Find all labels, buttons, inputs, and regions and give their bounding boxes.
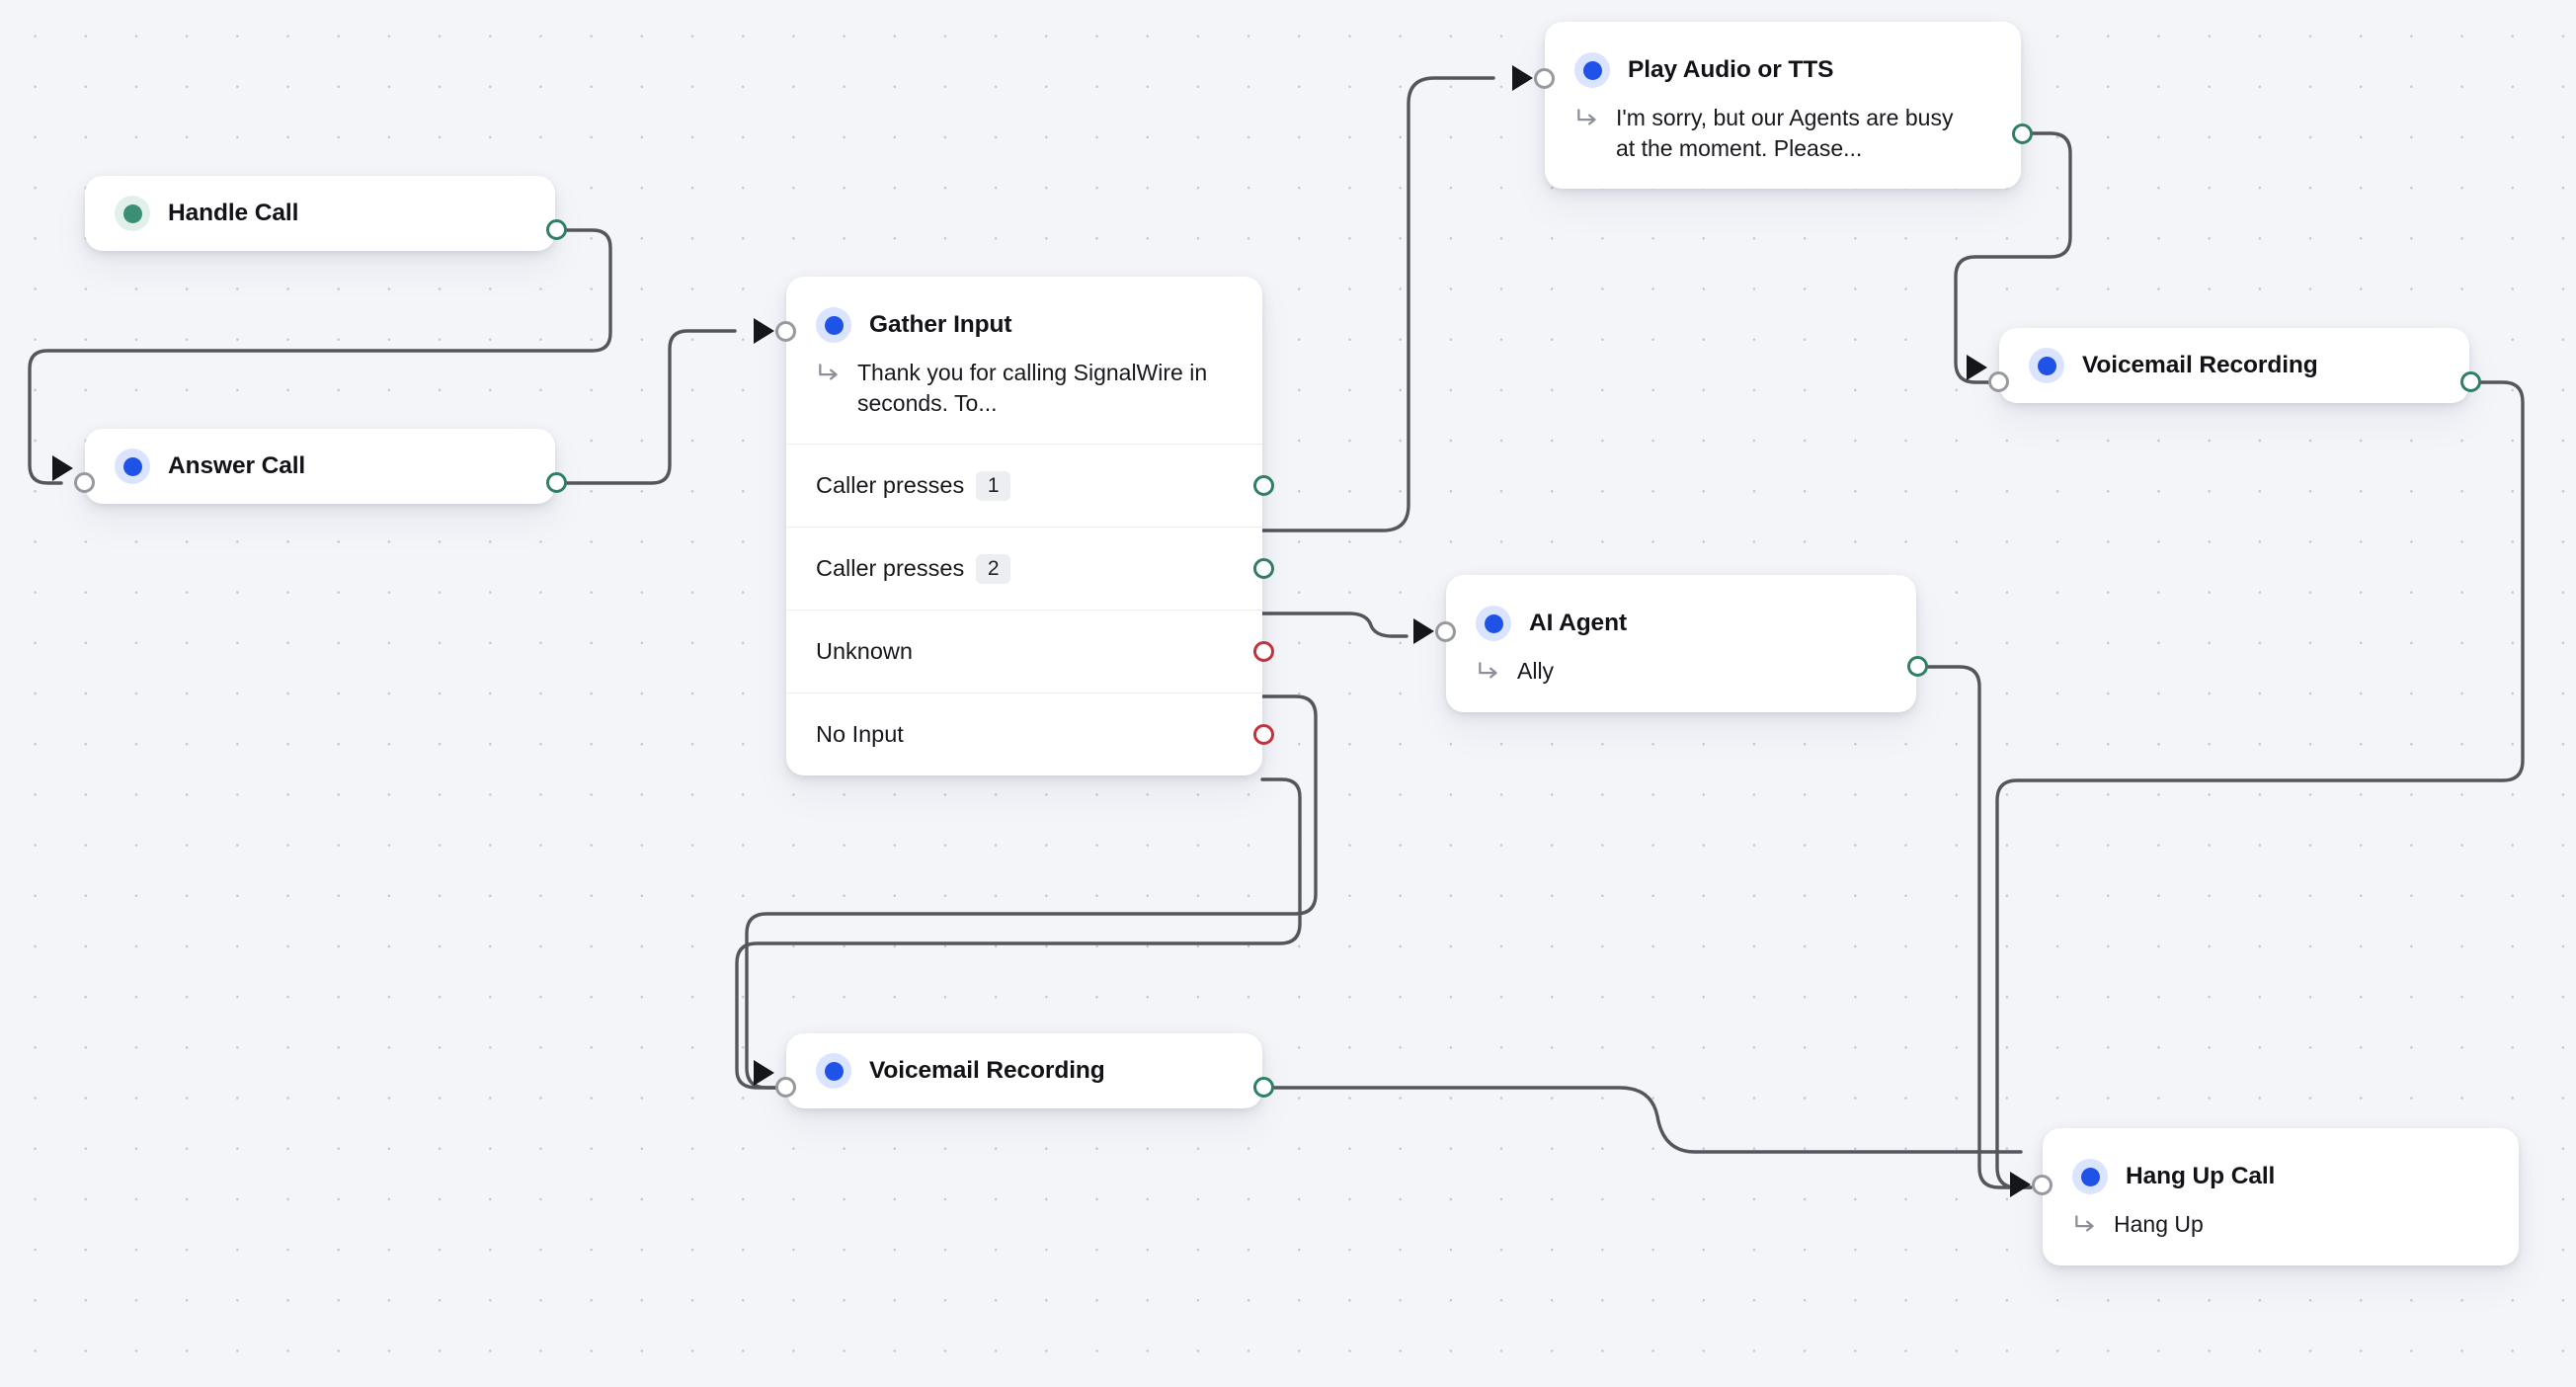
node-subtitle-row: I'm sorry, but our Agents are busy at th…: [1545, 101, 2021, 189]
status-dot-blue-icon: [2072, 1159, 2108, 1194]
input-handle[interactable]: [1533, 68, 1555, 89]
node-title: Answer Call: [168, 452, 306, 479]
edge-voicemail-right-to-hang-up: [1995, 380, 2525, 1189]
input-handle[interactable]: [1987, 371, 2009, 392]
status-dot-blue-icon: [115, 449, 150, 484]
return-arrow-icon: [819, 364, 838, 380]
edge-arrowhead-icon: [1413, 618, 1434, 644]
node-header: Voicemail Recording: [1999, 328, 2469, 403]
node-header: Gather Input: [786, 286, 1262, 356]
output-handle[interactable]: [1252, 724, 1274, 746]
node-ai-agent[interactable]: AI Agent Ally: [1413, 575, 1928, 712]
node-subtitle: Ally: [1517, 658, 1555, 684]
edge-presses1-to-play-audio: [1260, 76, 1495, 532]
output-handle[interactable]: [2011, 123, 2033, 144]
status-dot-blue-icon: [1574, 52, 1610, 88]
node-title: Voicemail Recording: [869, 1057, 1105, 1084]
edge-arrowhead-icon: [754, 318, 774, 344]
return-arrow-icon: [2075, 1215, 2094, 1232]
edge-arrowhead-icon: [2010, 1172, 2031, 1197]
output-handle[interactable]: [1252, 558, 1274, 580]
output-row-caller-presses-1[interactable]: Caller presses 1: [786, 444, 1274, 527]
input-handle[interactable]: [1434, 621, 1456, 642]
edge-arrowhead-icon: [52, 455, 73, 481]
output-row-unknown[interactable]: Unknown: [786, 610, 1274, 693]
node-gather-input[interactable]: Gather Input Thank you for calling Signa…: [754, 277, 1274, 776]
node-title: Play Audio or TTS: [1628, 56, 1834, 83]
output-handle[interactable]: [1252, 475, 1274, 497]
output-handle[interactable]: [545, 472, 567, 493]
node-header: Voicemail Recording: [786, 1033, 1262, 1108]
node-header: Handle Call: [85, 176, 555, 251]
edge-arrowhead-icon: [1512, 65, 1533, 91]
output-row-no-input[interactable]: No Input: [786, 693, 1274, 775]
status-dot-blue-icon: [1476, 606, 1511, 641]
output-badge: 1: [976, 470, 1011, 501]
output-handle[interactable]: [1252, 641, 1274, 663]
node-subtitle-row: Thank you for calling SignalWire in seco…: [786, 356, 1262, 444]
node-header: Play Audio or TTS: [1545, 32, 2021, 101]
input-handle[interactable]: [2031, 1175, 2053, 1195]
node-header: AI Agent: [1446, 585, 1916, 654]
node-title: AI Agent: [1529, 610, 1628, 636]
node-hang-up-call[interactable]: Hang Up Call Hang Up: [2010, 1128, 2519, 1265]
node-title: Handle Call: [168, 200, 299, 226]
edge-arrowhead-icon: [754, 1060, 774, 1086]
output-handle[interactable]: [2459, 371, 2481, 392]
return-arrow-icon: [1479, 662, 1497, 679]
node-subtitle: Thank you for calling SignalWire in seco…: [857, 360, 1208, 416]
node-subtitle-row: Ally: [1446, 654, 1916, 712]
edge-voicemail-bottom-to-hang-up: [1260, 1086, 2023, 1154]
node-voicemail-recording-right[interactable]: Voicemail Recording: [1967, 328, 2481, 403]
edge-answer-call-to-gather-input: [553, 329, 737, 485]
status-dot-blue-icon: [2029, 348, 2064, 383]
edge-arrowhead-icon: [1967, 355, 1987, 380]
node-title: Hang Up Call: [2126, 1163, 2276, 1189]
status-dot-green-icon: [115, 196, 150, 231]
node-title: Voicemail Recording: [2082, 352, 2318, 378]
input-handle[interactable]: [774, 1077, 796, 1098]
edge-presses2-to-ai-agent: [1260, 612, 1409, 638]
node-handle-call[interactable]: Handle Call: [85, 176, 567, 251]
edge-ai-agent-to-hang-up: [1914, 665, 2033, 1189]
input-handle[interactable]: [774, 321, 796, 342]
node-subtitle: Hang Up: [2114, 1211, 2204, 1237]
input-handle[interactable]: [73, 472, 95, 493]
output-label: Caller presses: [816, 472, 965, 499]
node-header: Hang Up Call: [2043, 1138, 2519, 1207]
node-answer-call[interactable]: Answer Call: [52, 429, 567, 504]
output-handle[interactable]: [1906, 656, 1928, 677]
node-subtitle-row: Hang Up: [2043, 1207, 2519, 1265]
status-dot-blue-icon: [816, 1053, 851, 1089]
node-title: Gather Input: [869, 311, 1012, 338]
node-subtitle: I'm sorry, but our Agents are busy at th…: [1616, 105, 1954, 161]
node-play-audio-or-tts[interactable]: Play Audio or TTS I'm sorry, but our Age…: [1512, 22, 2033, 190]
output-label: Caller presses: [816, 555, 965, 582]
output-badge: 2: [976, 553, 1011, 584]
output-handle[interactable]: [1252, 1077, 1274, 1098]
status-dot-blue-icon: [816, 307, 851, 343]
node-header: Answer Call: [85, 429, 555, 504]
output-label: Unknown: [816, 638, 913, 665]
node-voicemail-recording-bottom[interactable]: Voicemail Recording: [754, 1033, 1274, 1108]
output-row-caller-presses-2[interactable]: Caller presses 2: [786, 527, 1274, 610]
output-handle[interactable]: [545, 219, 567, 240]
return-arrow-icon: [1577, 109, 1596, 125]
output-label: No Input: [816, 721, 904, 748]
